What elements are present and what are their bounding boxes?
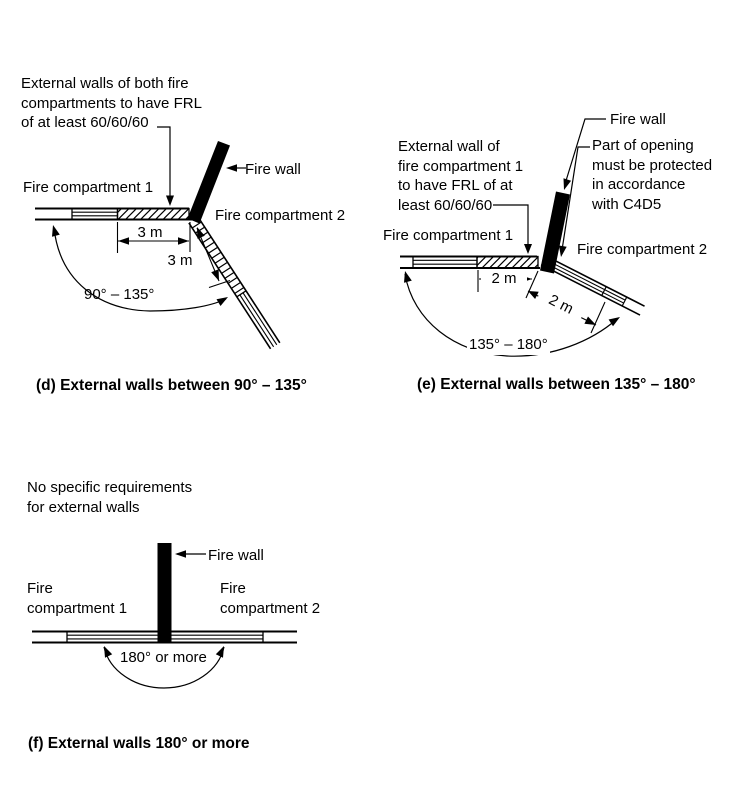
e-angle-label: 135° – 180°: [467, 335, 550, 355]
d-angle-arc: [52, 225, 228, 312]
f-fire-wall-leader: [175, 550, 206, 558]
d-frl-note: External walls of both fire compartments…: [21, 74, 202, 133]
e-fire-wall-leader: [563, 118, 606, 190]
d-fire-wall-leader: [226, 164, 246, 172]
d-frl-note-line1: External walls of both fire: [21, 75, 189, 92]
e-frl-note-line4: least 60/60/60: [398, 196, 493, 214]
e-dim-horizontal-label: 2 m: [481, 270, 527, 287]
d-frl-note-line2: compartments to have FRL: [21, 94, 202, 112]
d-wall-horizontal: [35, 207, 193, 221]
f-note-line1: No specific requirements: [27, 479, 193, 496]
e-fire-wall-bar: [540, 191, 570, 274]
f-compartment1-line2: compartment 1: [27, 599, 128, 617]
panel-d-drawing: [35, 126, 281, 350]
d-compartment2-label: Fire compartment 2: [215, 207, 346, 224]
e-opening-note-line3: in accordance: [592, 176, 686, 194]
d-fire-wall-bar: [187, 141, 230, 224]
e-wall-diagonal: [540, 255, 645, 316]
d-dim-horizontal: [116, 222, 191, 253]
e-angle-arc: [404, 271, 620, 357]
e-caption: (e) External walls between 135° – 180°: [417, 376, 696, 393]
f-compartment2-line2: compartment 2: [220, 599, 321, 617]
d-frl-leader: [157, 126, 174, 206]
d-dim-diagonal-label: 3 m: [167, 252, 193, 269]
e-opening-note-line2: must be protected: [592, 156, 713, 174]
d-dim-horizontal-label: 3 m: [137, 224, 163, 241]
d-angle-label: 90° – 135°: [84, 286, 155, 303]
f-caption: (f) External walls 180° or more: [28, 735, 250, 752]
f-compartment2-label: Fire compartment 2: [220, 579, 320, 618]
d-compartment1-label: Fire compartment 1: [23, 179, 154, 196]
e-opening-leader: [558, 146, 590, 257]
e-frl-note-line3: to have FRL of at: [398, 177, 513, 195]
f-angle-label: 180° or more: [120, 649, 207, 666]
f-angle-arc: [103, 646, 225, 689]
e-wall-horizontal: [400, 255, 540, 269]
e-opening-note: Part of opening must be protected in acc…: [592, 136, 712, 214]
f-compartment2-line1: Fire: [220, 580, 246, 597]
f-note-line2: for external walls: [27, 498, 140, 516]
e-opening-note-line1: Part of opening: [592, 137, 694, 154]
d-fire-wall-label: Fire wall: [245, 161, 301, 178]
f-fire-wall-label: Fire wall: [208, 547, 264, 564]
d-wall-diagonal: [188, 216, 281, 350]
e-frl-note: External wall of fire compartment 1 to h…: [398, 137, 523, 215]
e-frl-leader: [493, 204, 532, 254]
f-note: No specific requirements for external wa…: [27, 478, 192, 517]
d-frl-note-line3: of at least 60/60/60: [21, 114, 149, 132]
e-opening-note-line4: with C4D5: [592, 195, 662, 213]
f-fire-wall-bar: [157, 543, 172, 643]
f-compartment1-line1: Fire: [27, 580, 53, 597]
e-compartment2-label: Fire compartment 2: [577, 241, 708, 258]
panel-f-drawing: [32, 543, 297, 689]
d-dim-diagonal: [196, 227, 231, 289]
e-compartment1-label: Fire compartment 1: [383, 227, 514, 244]
f-compartment1-label: Fire compartment 1: [27, 579, 127, 618]
e-fire-wall-label: Fire wall: [610, 111, 666, 128]
e-frl-note-line2: fire compartment 1: [398, 157, 524, 175]
d-caption: (d) External walls between 90° – 135°: [36, 377, 307, 394]
e-frl-note-line1: External wall of: [398, 138, 500, 155]
